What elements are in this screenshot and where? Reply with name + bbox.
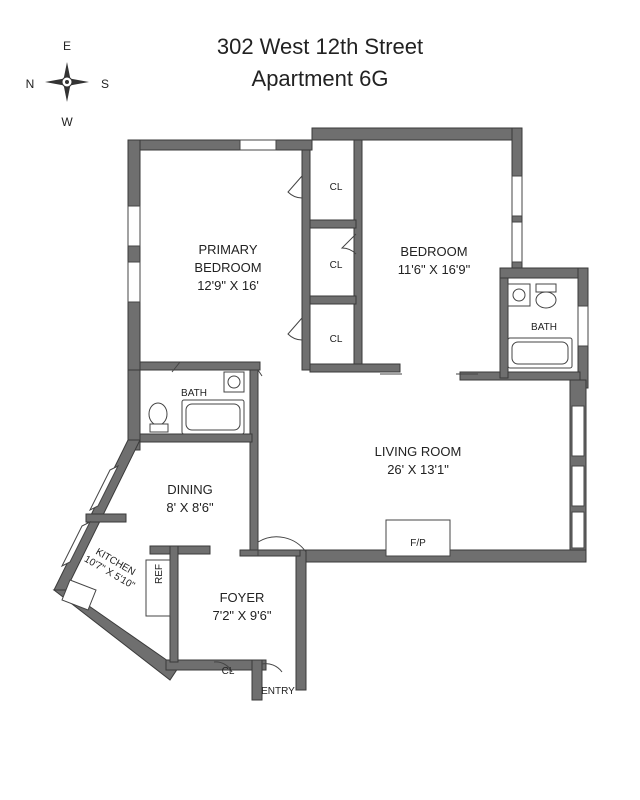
compass-west-label: W [61, 115, 73, 129]
bath-right-label: BATH [531, 322, 557, 333]
dining-size: 8' X 8'6" [166, 500, 214, 515]
compass-rose-icon [45, 62, 89, 102]
foyer-size: 7'2" X 9'6" [212, 608, 271, 623]
refrigerator-label: REF [154, 564, 165, 584]
primary-bedroom-size: 12'9" X 16' [197, 278, 259, 293]
closet-3-label: CL [330, 334, 343, 345]
closet-foyer-label: CL [222, 666, 235, 677]
bath-left-label: BATH [181, 388, 207, 399]
toilet-left [148, 402, 168, 426]
living-room-size: 26' X 13'1" [387, 462, 449, 477]
toilet-right [535, 291, 557, 309]
fireplace-label: F/P [410, 538, 426, 549]
fireplace [385, 519, 451, 557]
interior-walls [85, 139, 581, 663]
compass-north-label: N [26, 77, 35, 91]
dining-name: DINING [167, 482, 213, 497]
doors [171, 175, 478, 673]
bedroom-name: BEDROOM [400, 244, 467, 259]
fixtures [61, 283, 573, 617]
foyer-name: FOYER [220, 590, 265, 605]
windows [60, 139, 589, 568]
floorplan-title-address: 302 West 12th Street [216, 34, 424, 59]
living-room-name: LIVING ROOM [375, 444, 462, 459]
compass-east-label: E [63, 39, 71, 53]
compass-south-label: S [101, 77, 109, 91]
refrigerator [145, 559, 171, 617]
entry-label: ENTRY [261, 686, 295, 697]
closet-1-label: CL [330, 182, 343, 193]
floorplan-title-unit: Apartment 6G [251, 66, 389, 91]
bedroom-size: 11'6" X 16'9" [398, 262, 471, 277]
closet-2-label: CL [330, 260, 343, 271]
kitchen-sink [61, 579, 97, 611]
primary-bedroom-name-line2: BEDROOM [194, 260, 261, 275]
primary-bedroom-name-line1: PRIMARY [199, 242, 258, 257]
